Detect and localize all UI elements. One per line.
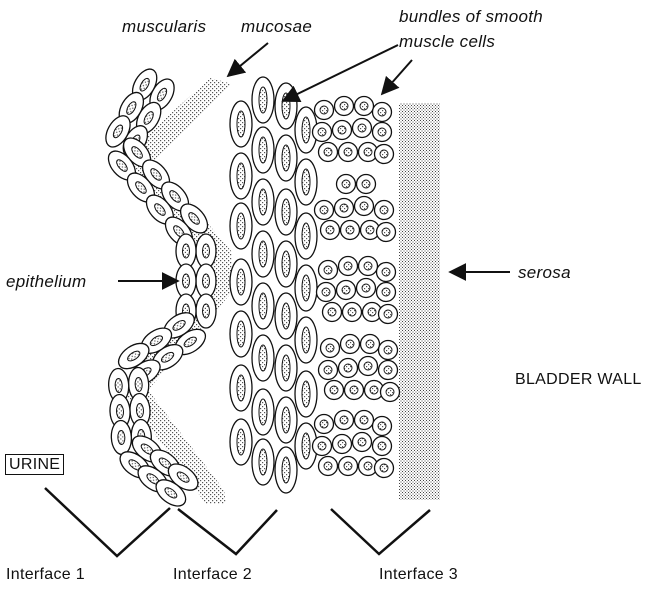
serosa-band xyxy=(399,103,440,500)
smooth-muscle-bundles xyxy=(313,97,400,478)
bundles-label-line2: muscle cells xyxy=(399,33,495,50)
interface-2-label: Interface 2 xyxy=(173,567,252,583)
muscularis-label: muscularis xyxy=(122,18,206,35)
bladder-wall-label: BLADDER WALL xyxy=(515,372,642,388)
serosa-label: serosa xyxy=(518,264,571,281)
bundles-label-line1: bundles of smooth xyxy=(399,8,543,25)
urine-label: URINE xyxy=(5,454,64,475)
interface-3-label: Interface 3 xyxy=(379,567,458,583)
epithelium-label: epithelium xyxy=(6,273,87,290)
epithelial-cell xyxy=(176,264,216,298)
interface-1-bracket xyxy=(45,488,170,556)
interface-2-bracket xyxy=(178,509,277,554)
muscularis-cells xyxy=(230,77,317,493)
muscularis-mucosae-arrow xyxy=(228,43,268,76)
bundles-arrow-to-muscularis xyxy=(283,45,398,101)
interface-3-bracket xyxy=(331,509,430,554)
interface-1-label: Interface 1 xyxy=(6,567,85,583)
mucosae-label: mucosae xyxy=(241,18,312,35)
bundles-arrow-to-bundles xyxy=(382,60,412,94)
